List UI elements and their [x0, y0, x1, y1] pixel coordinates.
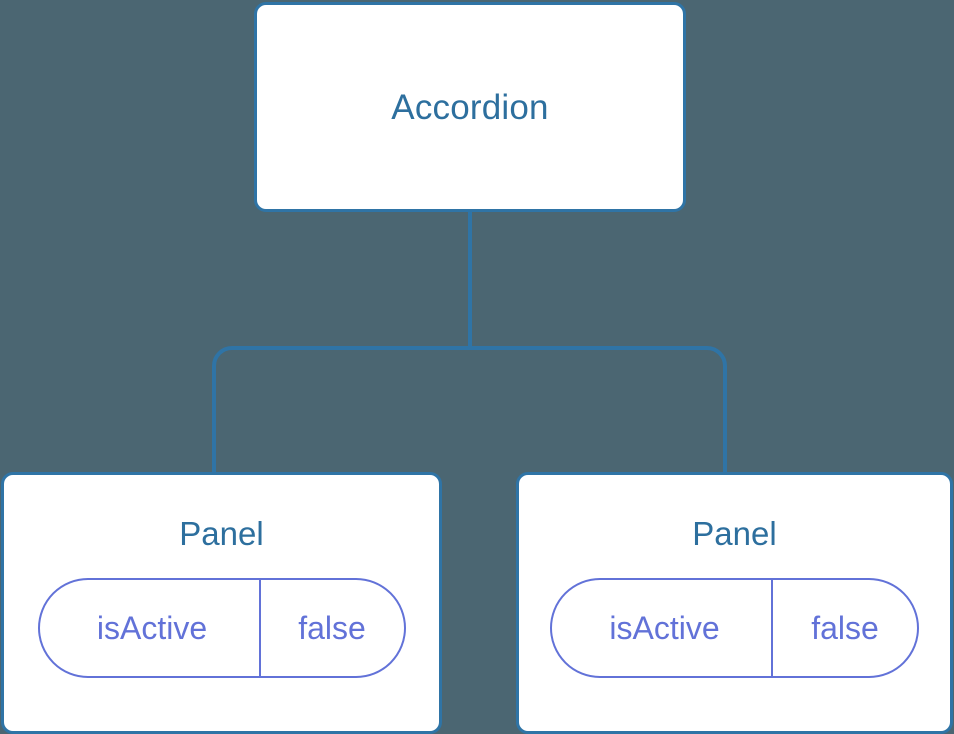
- state-value-panel-1: false: [771, 580, 917, 676]
- state-value-panel-0: false: [258, 580, 404, 676]
- node-panel-1[interactable]: Panel isActive false: [516, 472, 953, 734]
- node-panel-1-title: Panel: [692, 515, 777, 552]
- node-accordion-title: Accordion: [391, 87, 549, 127]
- state-pill-panel-0[interactable]: isActive false: [37, 578, 406, 678]
- state-key-panel-1: isActive: [609, 609, 720, 646]
- node-panel-0-title: Panel: [179, 515, 264, 552]
- edge-accordion-to-panel-0: [212, 346, 470, 474]
- state-key-panel-0: isActive: [96, 609, 208, 646]
- edge-accordion-to-panel-1: [470, 346, 727, 474]
- node-accordion[interactable]: Accordion: [254, 2, 686, 212]
- state-pill-panel-1[interactable]: isActive false: [550, 578, 919, 678]
- node-panel-0[interactable]: Panel isActive false: [1, 472, 442, 734]
